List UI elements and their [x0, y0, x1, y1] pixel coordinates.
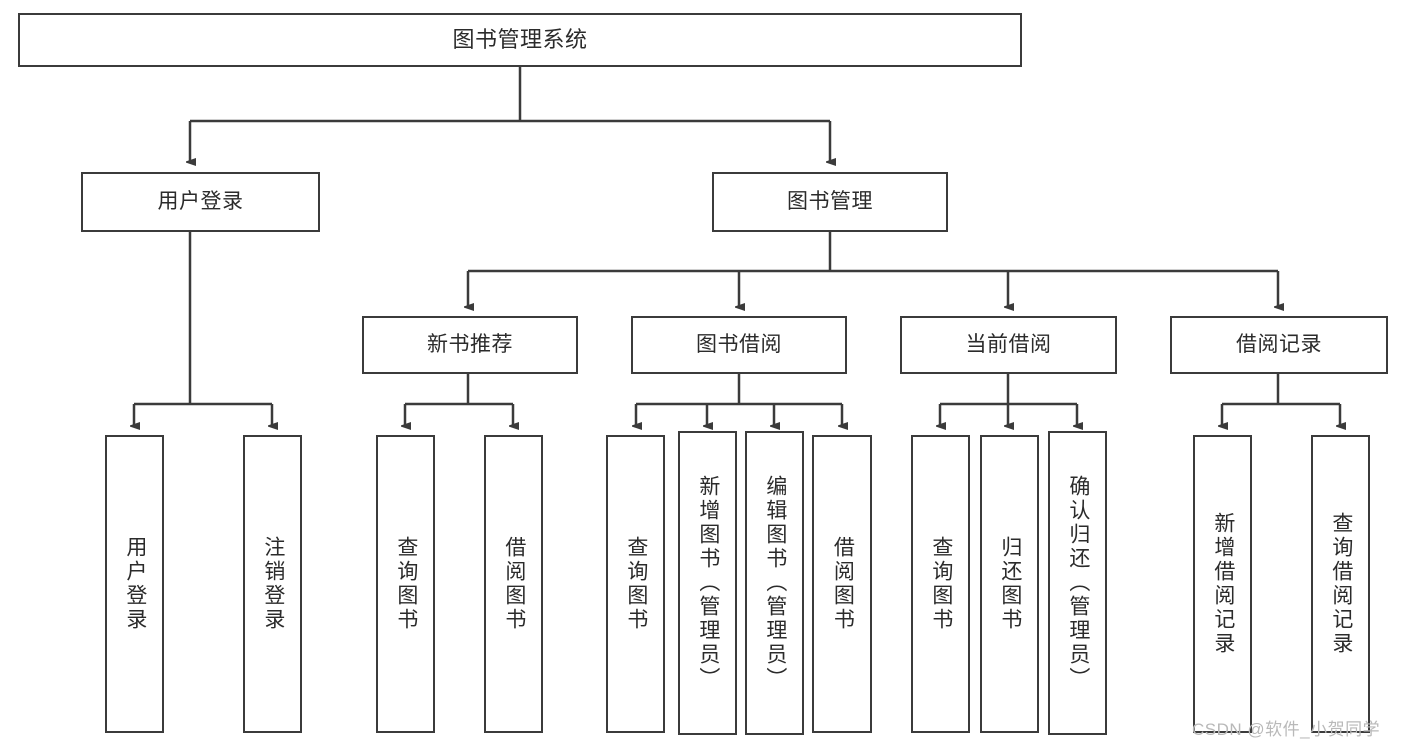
node-label: 当前借阅	[965, 333, 1052, 357]
node-label: 归还图书	[998, 536, 1022, 632]
leaf-borrow-book-recommendation[interactable]: 借阅图书	[484, 435, 543, 733]
leaf-query-borrow-record[interactable]: 查询借阅记录	[1311, 435, 1370, 733]
node-label: 查询图书	[624, 536, 648, 632]
leaf-query-book-recommendation[interactable]: 查询图书	[376, 435, 435, 733]
leaf-confirm-return-admin[interactable]: 确认归还（管理员）	[1048, 431, 1107, 735]
leaf-logout[interactable]: 注销登录	[243, 435, 302, 733]
node-label: 借阅图书	[502, 536, 526, 632]
node-borrowing-record[interactable]: 借阅记录	[1170, 316, 1388, 374]
node-user-login[interactable]: 用户登录	[81, 172, 320, 232]
leaf-borrow-book-borrowing[interactable]: 借阅图书	[812, 435, 872, 733]
leaf-add-book-admin[interactable]: 新增图书（管理员）	[678, 431, 737, 735]
leaf-user-login[interactable]: 用户登录	[105, 435, 164, 733]
node-root-book-management-system[interactable]: 图书管理系统	[18, 13, 1022, 67]
node-label: 查询图书	[394, 536, 418, 632]
node-book-management[interactable]: 图书管理	[712, 172, 948, 232]
node-label: 用户登录	[123, 536, 147, 632]
node-label: 借阅记录	[1236, 333, 1322, 357]
node-current-borrowing[interactable]: 当前借阅	[900, 316, 1117, 374]
node-label: 编辑图书（管理员）	[763, 475, 787, 691]
leaf-edit-book-admin[interactable]: 编辑图书（管理员）	[745, 431, 804, 735]
node-new-book-recommendation[interactable]: 新书推荐	[362, 316, 578, 374]
node-label: 图书管理	[787, 190, 873, 214]
node-label: 查询借阅记录	[1329, 512, 1353, 656]
leaf-query-book-current[interactable]: 查询图书	[911, 435, 970, 733]
node-label: 新增借阅记录	[1211, 512, 1235, 656]
node-label: 借阅图书	[831, 536, 855, 632]
node-label: 图书管理系统	[452, 26, 588, 52]
leaf-add-borrow-record[interactable]: 新增借阅记录	[1193, 435, 1252, 733]
node-book-borrowing[interactable]: 图书借阅	[631, 316, 847, 374]
node-label: 图书借阅	[696, 333, 782, 357]
node-label: 新书推荐	[427, 333, 513, 357]
node-label: 注销登录	[261, 536, 285, 632]
leaf-query-book-borrowing[interactable]: 查询图书	[606, 435, 665, 733]
node-label: 新增图书（管理员）	[696, 475, 720, 691]
node-label: 确认归还（管理员）	[1066, 475, 1090, 691]
leaf-return-book[interactable]: 归还图书	[980, 435, 1039, 733]
csdn-watermark: CSDN @软件_小贺同学	[1192, 720, 1381, 739]
node-label: 用户登录	[157, 190, 244, 214]
node-label: 查询图书	[929, 536, 953, 632]
